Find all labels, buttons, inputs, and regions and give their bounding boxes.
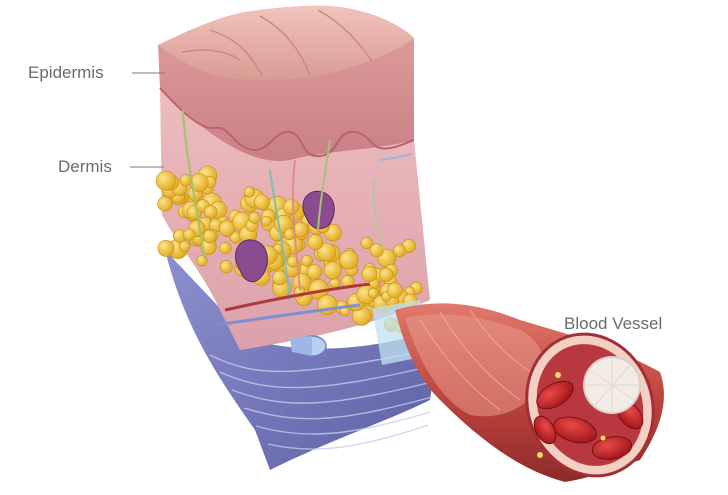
label-blood-vessel: Blood Vessel <box>564 314 663 333</box>
vein-stub <box>290 335 327 357</box>
epidermis-layer <box>158 5 415 162</box>
label-dermis: Dermis <box>58 157 112 176</box>
nerve-fibers <box>182 109 413 327</box>
muscle-layer <box>165 250 440 470</box>
label-epidermis: Epidermis <box>28 63 104 82</box>
sweat-gland <box>235 190 335 283</box>
blood-vessel-enlarged <box>395 303 664 482</box>
